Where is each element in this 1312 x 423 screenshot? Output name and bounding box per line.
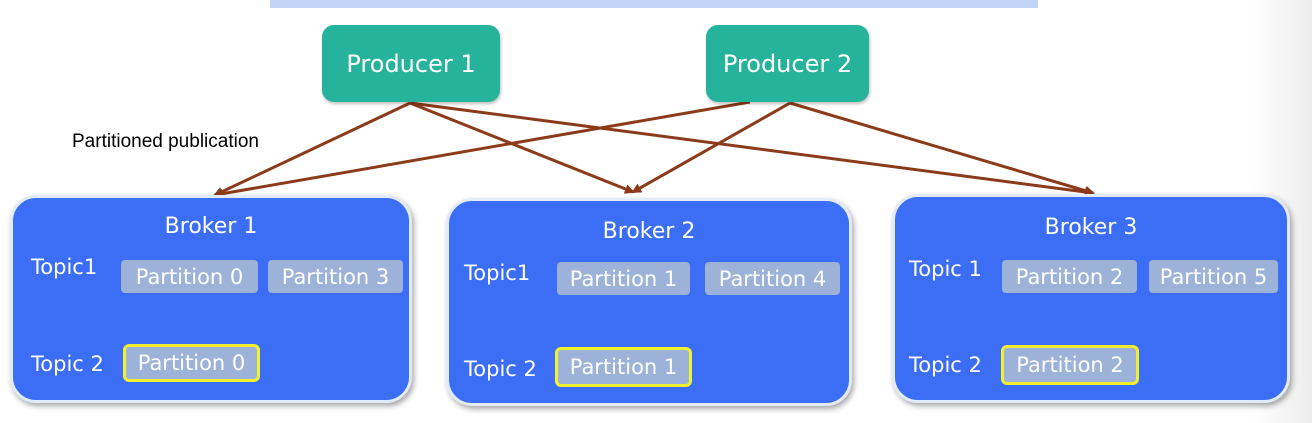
arrow-producer1-broker3 — [409, 101, 1095, 197]
broker-2-topic2-partition: Partition 1 — [555, 347, 692, 387]
broker-1-topic2-label: Topic 2 — [31, 352, 104, 376]
broker-3-topic1-partition-a: Partition 2 — [1002, 260, 1137, 293]
broker-1-topic1-label: Topic1 — [31, 255, 98, 279]
arrow-producer2-broker1 — [213, 100, 751, 199]
broker-2-topic2-label: Topic 2 — [464, 357, 537, 381]
broker-3-topic2-label: Topic 2 — [909, 353, 982, 377]
broker-2-topic1-label: Topic1 — [464, 261, 531, 285]
producer-1-box: Producer 1 — [322, 25, 500, 102]
arrow-producer1-broker2 — [409, 101, 635, 194]
broker-1-topic2-partition: Partition 0 — [123, 344, 260, 382]
producer-2-box: Producer 2 — [706, 25, 869, 102]
arrow-producer1-broker1 — [213, 101, 411, 197]
broker-3-topic1-partition-b: Partition 5 — [1149, 260, 1278, 293]
broker-3-title: Broker 3 — [1044, 215, 1138, 240]
broker-2-title: Broker 2 — [602, 219, 696, 244]
broker-2-box: Broker 2 Topic1 Partition 1 Partition 4 … — [446, 198, 852, 406]
broker-3-box: Broker 3 Topic 1 Partition 2 Partition 5… — [892, 194, 1290, 403]
broker-2-topic1-partition-b: Partition 4 — [705, 262, 840, 295]
broker-1-title: Broker 1 — [164, 214, 258, 239]
broker-3-topic2-partition: Partition 2 — [1001, 345, 1139, 385]
broker-2-topic1-partition-a: Partition 1 — [557, 262, 690, 295]
broker-1-topic1-partition-b: Partition 3 — [268, 260, 403, 293]
broker-3-topic1-label: Topic 1 — [909, 257, 982, 281]
broker-1-box: Broker 1 Topic1 Partition 0 Partition 3 … — [10, 195, 412, 403]
arrow-producer2-broker3 — [789, 101, 1095, 196]
producer-2-label: Producer 2 — [722, 49, 853, 78]
producer-1-label: Producer 1 — [346, 49, 476, 78]
arrow-producer2-broker2 — [631, 101, 791, 194]
partitioned-publication-label: Partitioned publication — [72, 131, 259, 152]
header-strip — [270, 0, 1038, 8]
broker-1-topic1-partition-a: Partition 0 — [121, 260, 258, 293]
